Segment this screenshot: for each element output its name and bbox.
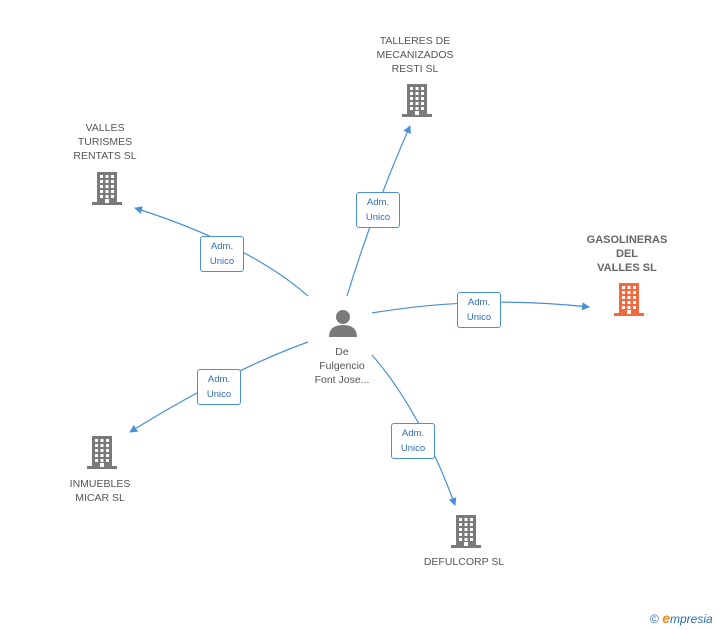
- edge-label-talleres[interactable]: Adm. Unico: [356, 192, 400, 228]
- brand-logo[interactable]: © empresia: [650, 610, 713, 626]
- company-defulcorp[interactable]: DEFULCORP SL: [404, 555, 524, 569]
- company-label-line: INMUEBLES: [69, 478, 131, 490]
- company-inmuebles[interactable]: INMUEBLES MICAR SL: [40, 477, 160, 505]
- company-label-line: TURISMES: [77, 136, 133, 148]
- edge-label-line: Adm.: [366, 197, 390, 208]
- person-label-line: De: [335, 346, 349, 358]
- person-center[interactable]: De Fulgencio Font Jose...: [282, 345, 402, 387]
- brand-name: mpresia: [669, 612, 713, 626]
- edge-label-line: Adm.: [210, 241, 234, 252]
- company-label-line: MICAR SL: [75, 492, 125, 504]
- edge-label-line: Unico: [209, 256, 235, 267]
- edge-label-line: Adm.: [207, 374, 231, 385]
- company-label-line: MECANIZADOS: [376, 49, 454, 61]
- edge-line-defulcorp: [371, 354, 457, 506]
- company-label-line: VALLES: [85, 122, 125, 134]
- company-label-line: VALLES SL: [597, 262, 657, 274]
- person-label-line: Fulgencio: [319, 360, 365, 372]
- building-icon: [451, 515, 481, 548]
- edge-label-line: Adm.: [401, 428, 425, 439]
- edge-label-line: Adm.: [467, 297, 491, 308]
- edge-label-valles[interactable]: Adm. Unico: [200, 236, 244, 272]
- person-icon: [329, 310, 357, 337]
- edge-label-line: Unico: [206, 389, 232, 400]
- person-label-line: Font Jose...: [314, 374, 370, 386]
- company-label-line: TALLERES DE: [379, 35, 451, 47]
- company-label-line: GASOLINERAS: [586, 234, 668, 246]
- company-valles[interactable]: VALLES TURISMES RENTATS SL: [45, 121, 165, 163]
- building-icon: [87, 436, 117, 469]
- edge-label-gasolineras[interactable]: Adm. Unico: [457, 292, 501, 328]
- building-icon: [614, 283, 644, 316]
- edge-label-line: Unico: [466, 312, 492, 323]
- company-talleres[interactable]: TALLERES DE MECANIZADOS RESTI SL: [355, 34, 475, 76]
- copyright-symbol: ©: [650, 612, 659, 626]
- company-gasolineras[interactable]: GASOLINERAS DEL VALLES SL: [567, 233, 687, 275]
- edge-label-line: Unico: [365, 212, 391, 223]
- company-label-line: RENTATS SL: [73, 150, 137, 162]
- building-icon: [92, 172, 122, 205]
- edges: [129, 125, 590, 506]
- company-label-line: DEL: [616, 248, 638, 260]
- brand-e: e: [662, 610, 670, 626]
- company-label-line: DEFULCORP SL: [423, 556, 505, 568]
- edge-label-defulcorp[interactable]: Adm. Unico: [391, 423, 435, 459]
- edge-label-inmuebles[interactable]: Adm. Unico: [197, 369, 241, 405]
- building-icon: [402, 84, 432, 117]
- edge-label-line: Unico: [400, 443, 426, 454]
- company-label-line: RESTI SL: [391, 63, 439, 75]
